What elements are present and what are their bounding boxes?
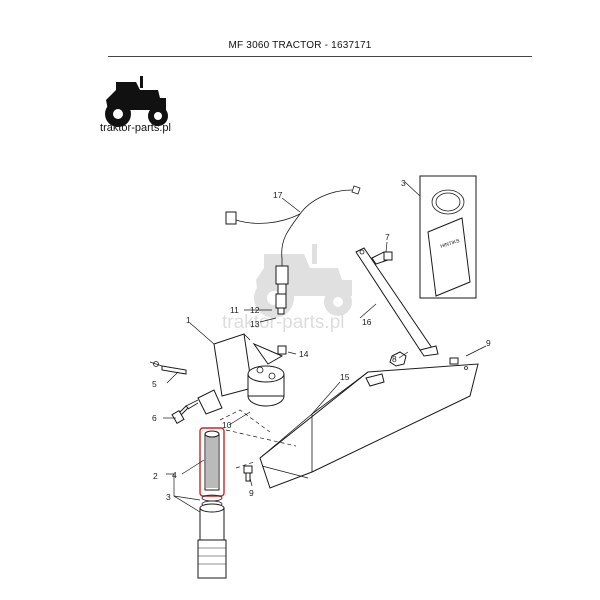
mounting-bracket <box>197 333 284 415</box>
bolt-7 <box>371 251 393 265</box>
bolt <box>171 399 199 425</box>
watermark-text: traktor-parts.pl <box>222 312 345 333</box>
callout-17: 17 <box>273 190 283 200</box>
filter-housing <box>197 494 227 579</box>
callout-11: 11 <box>230 305 239 315</box>
tractor-icon <box>105 76 168 127</box>
header-divider <box>108 56 532 57</box>
manual-kit: HINTIKS <box>419 175 477 299</box>
filter-guard <box>259 363 479 489</box>
support-strap <box>355 247 439 357</box>
callout-7: 7 <box>385 232 390 242</box>
nut <box>389 351 407 367</box>
page-title: MF 3060 TRACTOR - 1637171 <box>228 40 372 51</box>
callout-5: 5 <box>152 379 157 389</box>
filter-head <box>247 365 285 407</box>
screw <box>243 357 459 482</box>
filter-element <box>199 427 225 497</box>
callout-9b: 9 <box>249 488 254 498</box>
callout-2: 2 <box>153 471 158 481</box>
pressure-switch <box>275 293 287 315</box>
callout-8: 8 <box>392 354 397 364</box>
callout-10: 10 <box>222 420 232 430</box>
callout-4: 4 <box>172 470 177 480</box>
callout-3: 3 <box>401 178 406 188</box>
callout-1: 1 <box>186 315 191 325</box>
callout-6: 6 <box>152 413 157 423</box>
callout-16: 16 <box>362 317 372 327</box>
wiring-harness <box>225 185 361 295</box>
sensor-pin <box>149 361 187 375</box>
callout-9: 9 <box>486 338 491 348</box>
callout-14: 14 <box>299 349 309 359</box>
callout-3b: 3 <box>166 492 171 502</box>
callout-12: 12 <box>250 305 260 315</box>
screw-14 <box>277 345 287 355</box>
callout-13: 13 <box>250 319 260 329</box>
callout-15: 15 <box>340 372 350 382</box>
logo-text: traktor-parts.pl <box>100 122 171 134</box>
